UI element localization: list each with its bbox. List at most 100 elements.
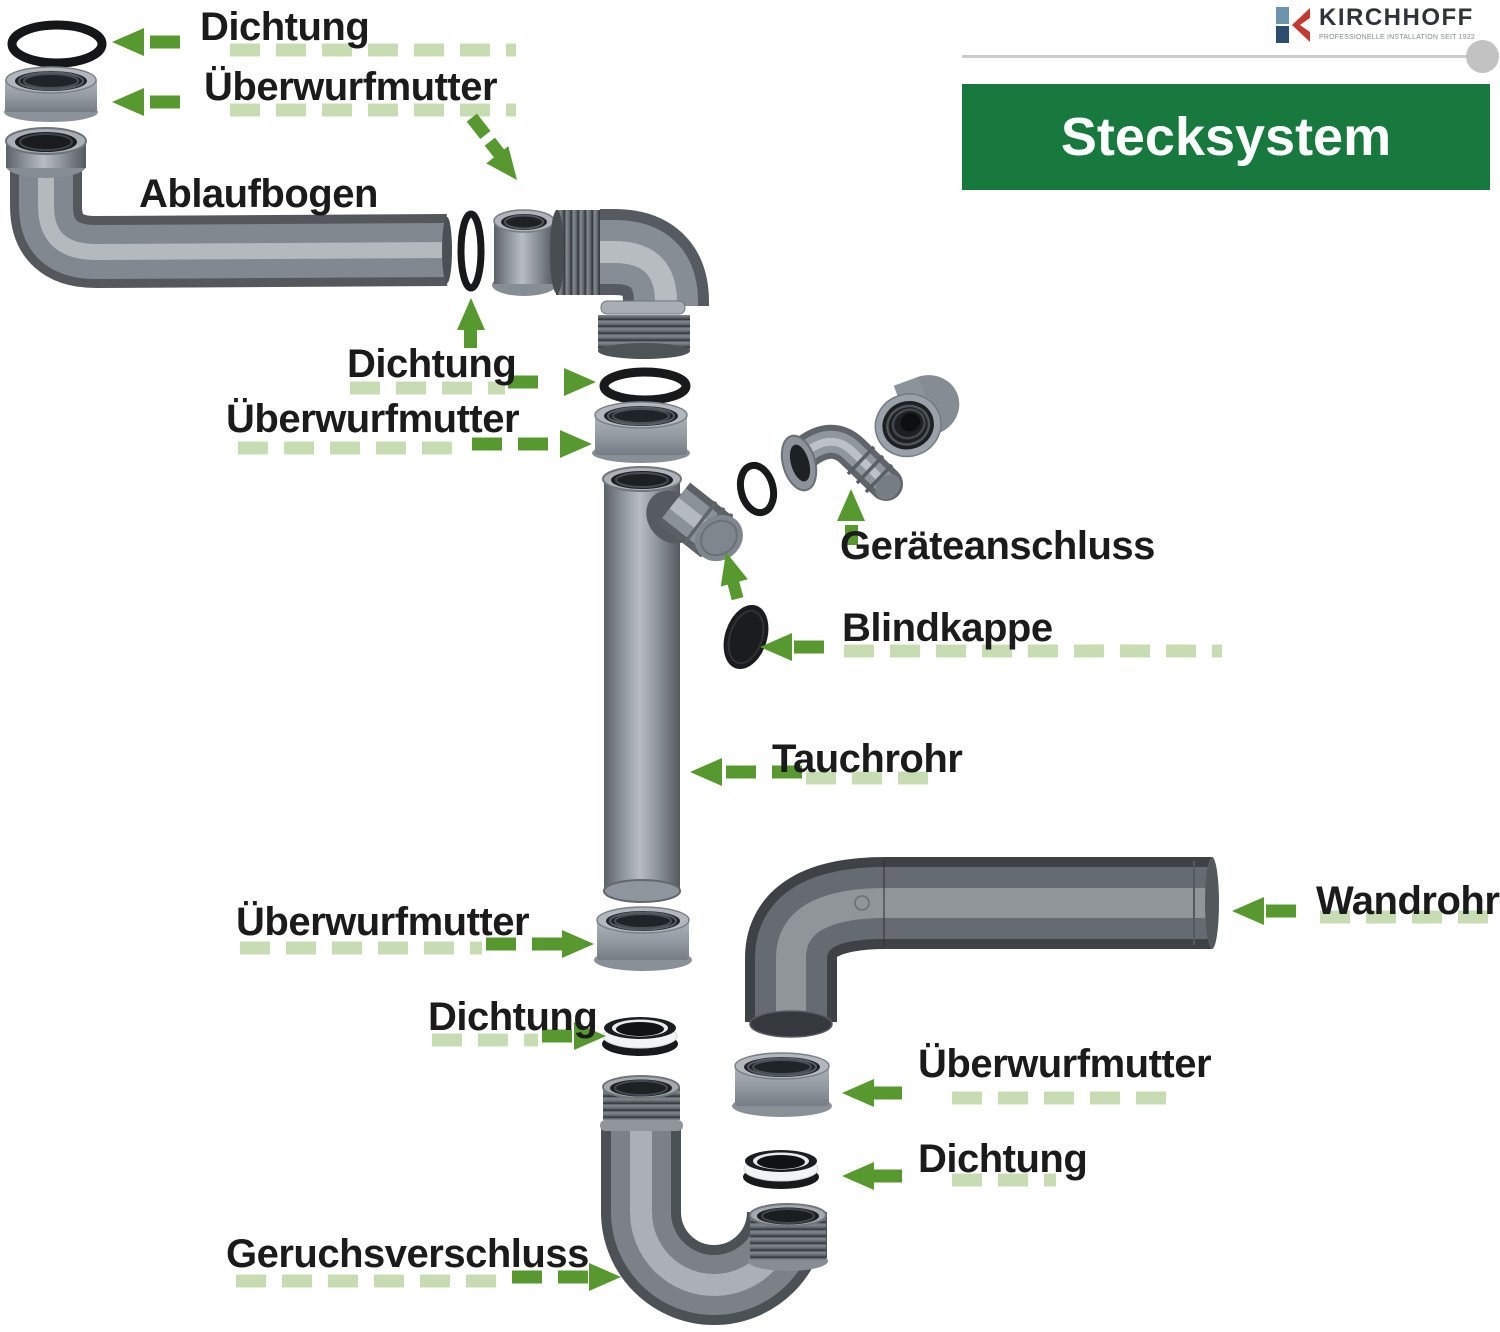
tauchrohr-pipe (602, 466, 743, 903)
arrow-dash (558, 1270, 588, 1284)
arrow-dash (322, 43, 352, 57)
arrow-dash (844, 644, 874, 658)
arrow-dash (460, 43, 490, 57)
arrowhead-icon (720, 552, 748, 587)
o-ring-vertical (457, 210, 485, 292)
arrow-dash (542, 1029, 572, 1043)
arrow-dash (350, 381, 380, 395)
arrow-dash (1136, 1091, 1166, 1105)
arrow-dash (518, 437, 548, 451)
arrow-dash (1266, 904, 1296, 918)
arrow-dash (464, 328, 477, 348)
arrowhead-icon (562, 930, 594, 958)
arrowhead-icon (690, 758, 722, 786)
arrow-dash (982, 644, 1012, 658)
arrowhead-icon (486, 146, 517, 180)
arrow-dash (478, 1033, 508, 1047)
arrow-dash (378, 941, 408, 955)
arrow-dash (286, 941, 316, 955)
arrowhead-icon (760, 633, 792, 661)
label-dichtung-mid: Dichtung (347, 342, 517, 386)
arrow-dash (998, 1173, 1028, 1187)
label-arrows (112, 28, 1488, 1291)
arrow-dash (236, 1274, 266, 1288)
arrow-dash (230, 43, 260, 57)
arrow-dash (852, 771, 882, 785)
geruchsverschluss-ubend (600, 1075, 828, 1325)
arrow-dash (150, 95, 180, 109)
arrow-dash (460, 103, 490, 117)
arrow-dash (422, 441, 452, 455)
union-nut-bottom-left (594, 906, 692, 971)
arrow-dash (1412, 910, 1442, 924)
arrow-dash (368, 103, 398, 117)
arrow-dash (414, 43, 444, 57)
label-dichtung-right: Dichtung (918, 1137, 1088, 1181)
arrow-dash (420, 1274, 450, 1288)
arrow-dash (512, 1270, 542, 1284)
arrow-dash (806, 771, 836, 785)
slider-knob[interactable] (1466, 40, 1499, 73)
o-ring-branch (736, 461, 778, 517)
arrow-dash (282, 1274, 312, 1288)
label-ueberwurfmutter-top: Überwurfmutter (204, 65, 498, 109)
wandrohr-pipe (745, 857, 1219, 1038)
arrow-dash (424, 941, 454, 955)
arrow-dash (1074, 644, 1104, 658)
arrowhead-icon (842, 1162, 874, 1190)
arrow-dash (322, 103, 352, 117)
o-ring-top (7, 20, 107, 68)
conical-seal-right (743, 1150, 819, 1189)
banner-title: Stecksystem (1060, 107, 1392, 167)
label-wandrohr: Wandrohr (1316, 879, 1500, 923)
arrow-dash (952, 1091, 982, 1105)
arrowhead-icon (112, 88, 144, 116)
arrowhead-icon (589, 1263, 621, 1291)
arrow-dash (524, 1033, 538, 1047)
arrow-dash (470, 941, 482, 955)
arrow-dash (466, 1274, 496, 1288)
arrow-dash (1028, 644, 1058, 658)
arrow-dash (414, 103, 444, 117)
union-nut-bottom-right (732, 1052, 832, 1117)
arrow-dash (486, 937, 516, 951)
arrow-dash (952, 1173, 982, 1187)
label-geruchsverschluss: Geruchsverschluss (226, 1232, 589, 1276)
arrow-dash (1320, 910, 1350, 924)
arrowhead-icon (564, 368, 596, 396)
union-nut-small (492, 209, 556, 296)
arrow-dash (1044, 1091, 1074, 1105)
arrow-dash (998, 1091, 1028, 1105)
label-ueberwurfmutter-left: Überwurfmutter (236, 900, 530, 944)
arrow-dash (772, 765, 802, 779)
arrow-dash (508, 375, 538, 389)
arrow-dash (442, 381, 472, 395)
arrow-dash (276, 103, 306, 117)
arrow-dash (1458, 910, 1488, 924)
arrowhead-icon (457, 298, 485, 330)
arrowhead-icon (574, 1022, 606, 1050)
o-ring-mid (599, 367, 691, 405)
label-ueberwurfmutter-mid: Überwurfmutter (226, 397, 520, 441)
arrow-dash (466, 113, 491, 139)
arrowhead-icon (112, 28, 144, 56)
arrow-dash (284, 441, 314, 455)
arrow-dash (368, 43, 398, 57)
arrow-dash (1166, 644, 1196, 658)
arrow-dash (332, 941, 362, 955)
brand-name: KIRCHHOFF (1319, 4, 1474, 31)
arrowhead-icon (837, 489, 865, 521)
arrow-dash (1212, 644, 1222, 658)
label-geraeteanschluss: Geräteanschluss (840, 524, 1155, 568)
stecksystem-banner: Stecksystem (962, 84, 1490, 190)
arrow-dash (230, 103, 260, 117)
label-tauchrohr: Tauchrohr (772, 737, 963, 781)
divider-line (962, 55, 1484, 58)
arrow-dash (432, 1033, 462, 1047)
union-nut-mid (592, 401, 690, 463)
brand-logo: KIRCHHOFF PROFESSIONELLE INSTALLATION SE… (1276, 4, 1475, 47)
arrow-dash (488, 381, 505, 395)
arrow-dash (936, 644, 966, 658)
